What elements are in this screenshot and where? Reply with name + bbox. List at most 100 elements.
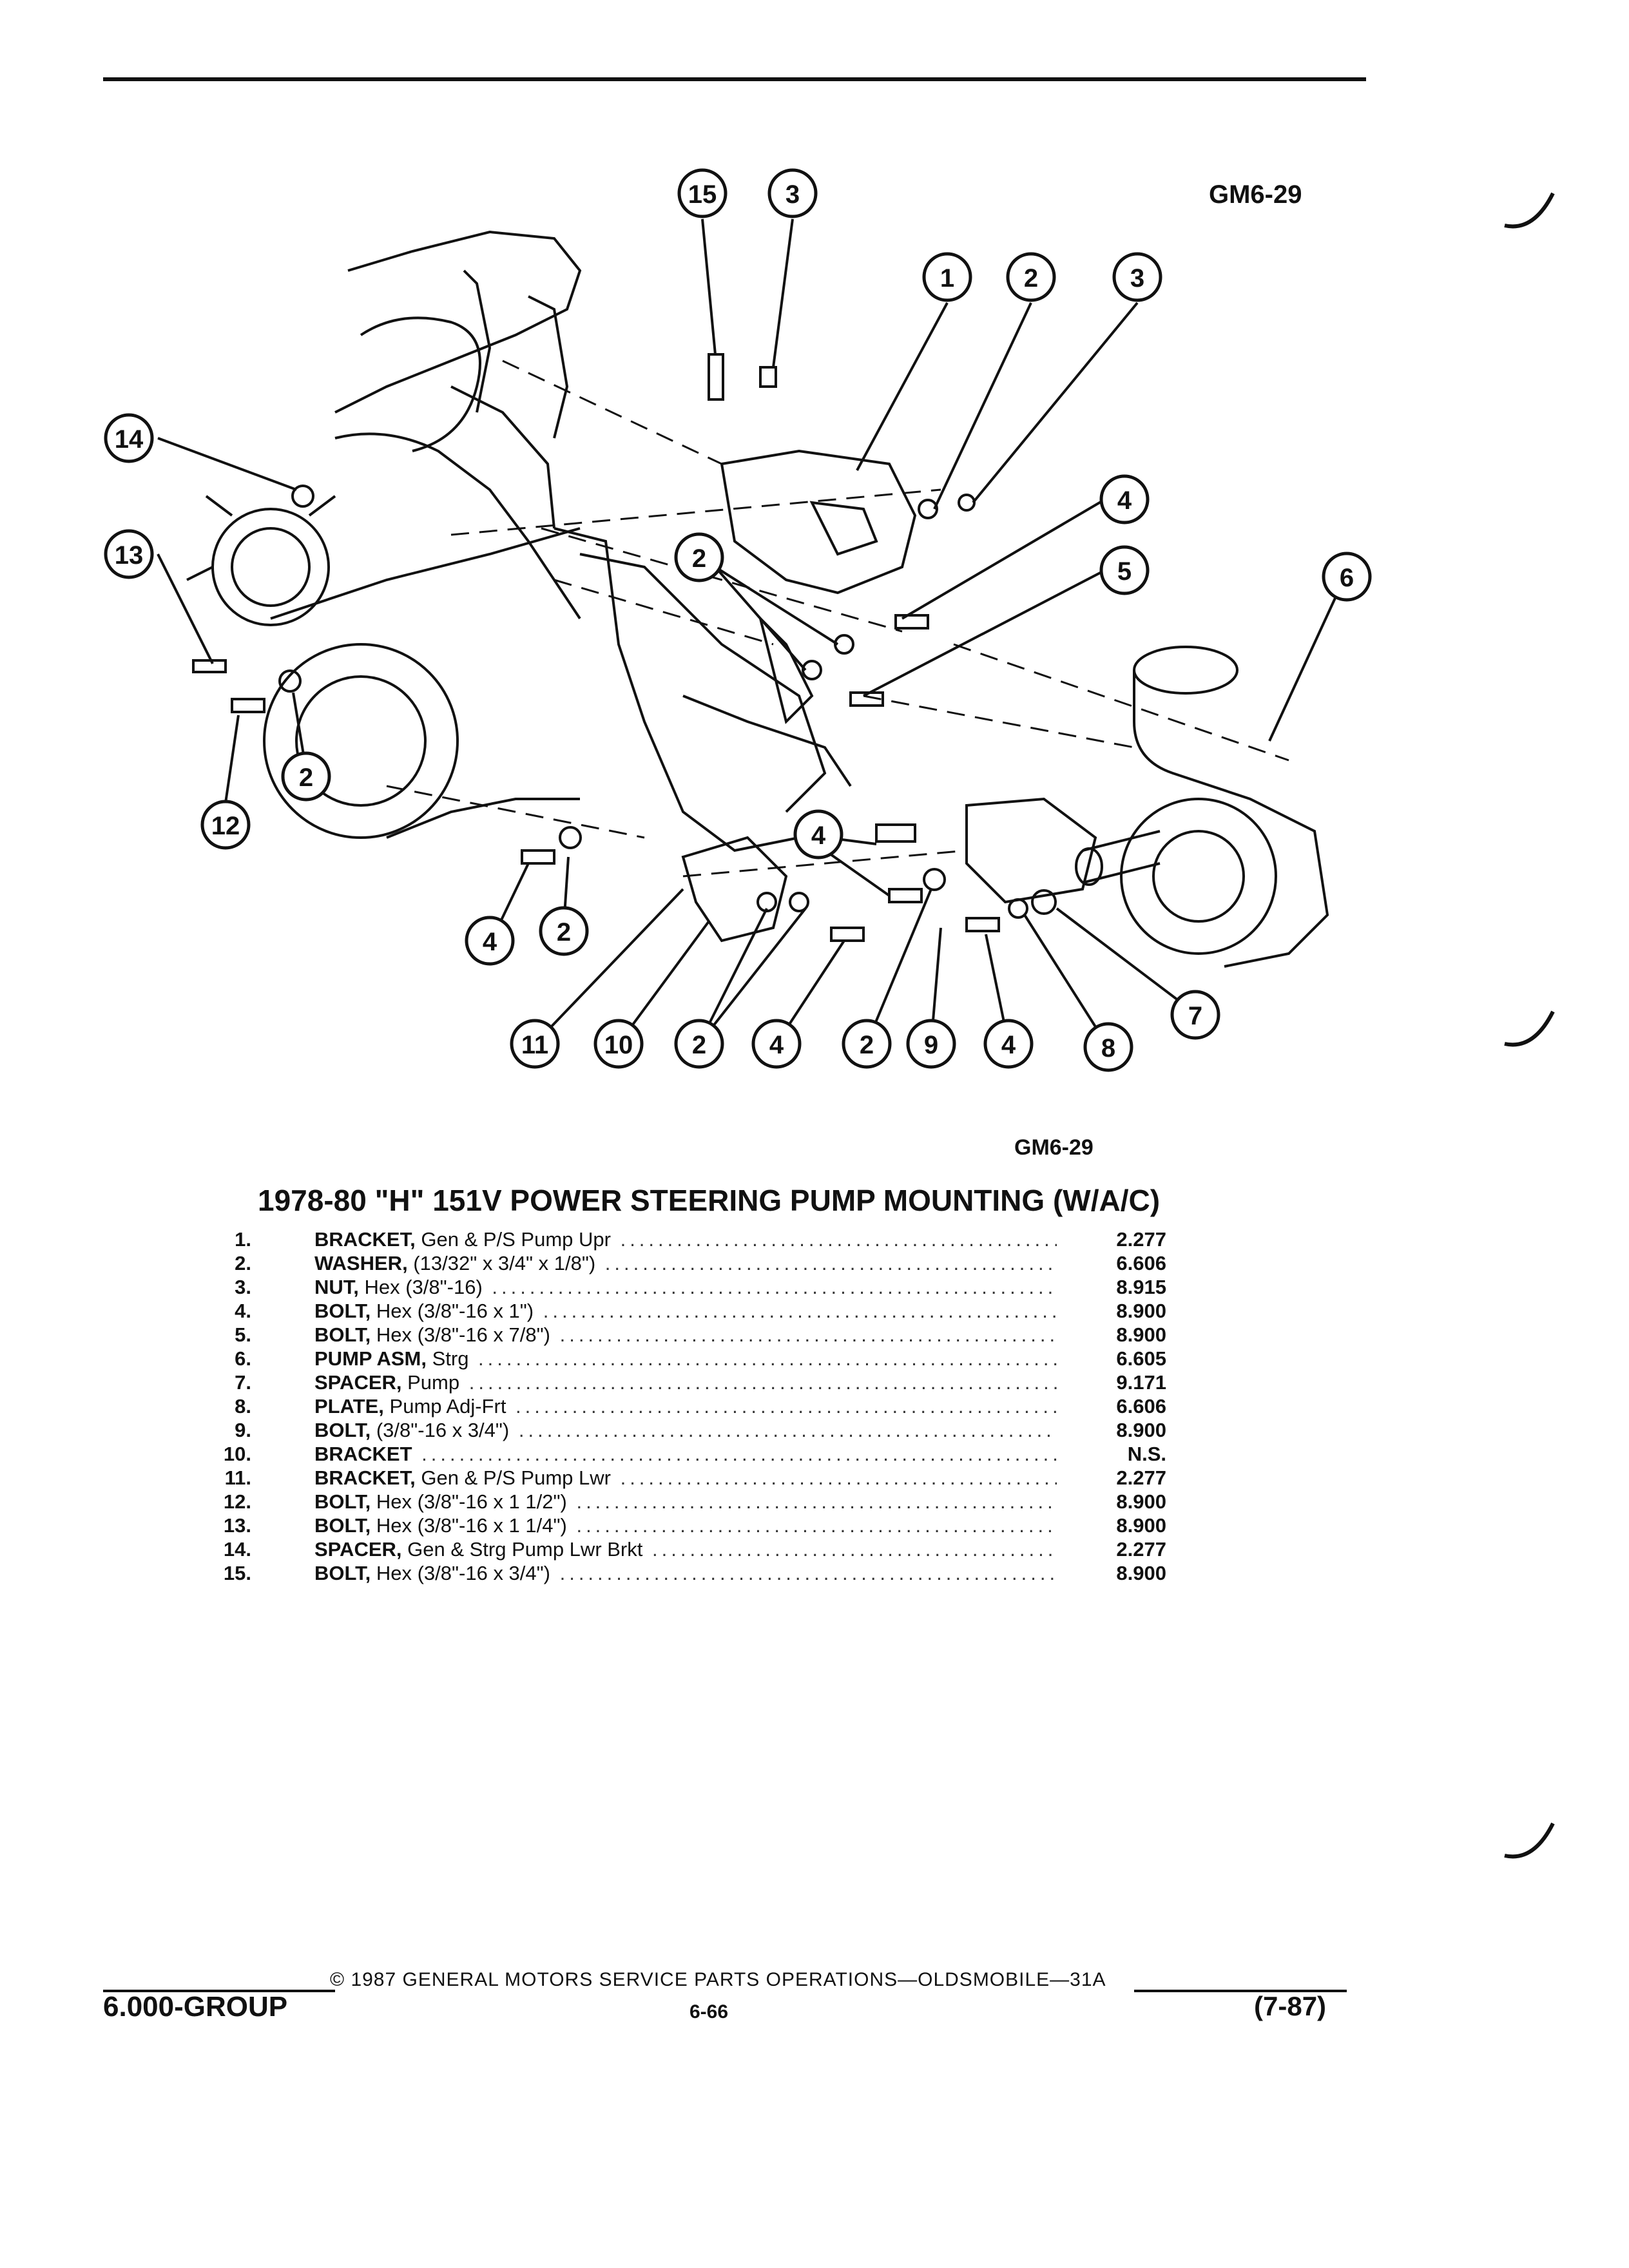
part-description: PUMP ASM, Strg .........................…	[314, 1347, 1057, 1370]
copyright-line: © 1987 GENERAL MOTORS SERVICE PARTS OPER…	[330, 1969, 1106, 1990]
part-number: 12.	[223, 1490, 251, 1513]
callout-8: 8	[1083, 1022, 1133, 1072]
callout-4: 4	[793, 809, 843, 860]
part-number: 6.	[235, 1347, 251, 1370]
parts-row: 2. WASHER, (13/32" x 3/4" x 1/8") .......…	[193, 1252, 1231, 1276]
svg-text:5: 5	[1117, 557, 1132, 586]
parts-row: 3. NUT, Hex (3/8"-16) ...................…	[193, 1276, 1231, 1300]
part-detail: Gen & P/S Pump Upr	[415, 1228, 611, 1251]
callout-1: 1	[922, 252, 972, 302]
part-name: SPACER,	[314, 1538, 402, 1561]
part-code: N.S.	[1127, 1443, 1166, 1465]
part-number: 8.	[235, 1395, 251, 1418]
group-label: 6.000-GROUP	[103, 1991, 288, 2023]
part-number: 5.	[235, 1323, 251, 1346]
part-description: BOLT, Hex (3/8"-16 x 3/4") .............…	[314, 1562, 1057, 1585]
parts-row: 4.BOLT, Hex (3/8"-16 x 1") .............…	[193, 1300, 1231, 1323]
dot-leader: ........................................…	[478, 1347, 1057, 1370]
part-code: 6.606	[1116, 1252, 1166, 1274]
bracket-assembly	[554, 449, 1097, 943]
callout-4: 4	[465, 916, 515, 966]
part-name: BRACKET,	[314, 1466, 416, 1489]
dashed-alignment-lines	[386, 360, 1289, 878]
part-number: 13.	[223, 1514, 251, 1537]
svg-text:2: 2	[860, 1031, 874, 1059]
part-code: 8.900	[1116, 1562, 1166, 1584]
parts-row: 9.BOLT, (3/8"-16 x 3/4") ...............…	[193, 1419, 1231, 1443]
part-description: BRACKET, Gen & P/S Pump Lwr ............…	[314, 1466, 1057, 1490]
part-description: BRACKET, Gen & P/S Pump Upr ............…	[314, 1228, 1057, 1251]
part-name: SPACER,	[314, 1371, 402, 1394]
svg-text:2: 2	[1024, 264, 1038, 293]
dot-leader: ........................................…	[492, 1276, 1057, 1298]
svg-text:6: 6	[1340, 564, 1354, 592]
parts-row: 14.SPACER, Gen & Strg Pump Lwr Brkt ....…	[193, 1538, 1231, 1562]
dot-leader: ........................................…	[620, 1228, 1057, 1251]
svg-text:12: 12	[211, 812, 240, 840]
dot-leader: ........................................…	[559, 1323, 1057, 1346]
parts-row: 5.BOLT, Hex (3/8"-16 x 7/8") ...........…	[193, 1323, 1231, 1347]
callout-2: 2	[539, 906, 589, 956]
part-detail: Strg	[426, 1347, 469, 1370]
parts-row: 11. BRACKET, Gen & P/S Pump Lwr .........…	[193, 1466, 1231, 1490]
part-name: BOLT,	[314, 1490, 371, 1513]
part-description: WASHER, (13/32" x 3/4" x 1/8") .........…	[314, 1252, 1057, 1275]
part-number: 3.	[235, 1276, 251, 1298]
callout-2: 2	[1006, 252, 1056, 302]
part-name: BRACKET,	[314, 1228, 416, 1251]
revision-date: (7-87)	[1254, 1991, 1327, 2021]
callout-4: 4	[1099, 474, 1150, 524]
part-code: 8.900	[1116, 1514, 1166, 1537]
parts-row: 8. PLATE, Pump Adj-Frt ..................…	[193, 1395, 1231, 1419]
part-code: 8.900	[1116, 1323, 1166, 1346]
part-description: BRACKET ................................…	[314, 1443, 1057, 1466]
part-description: BOLT, Hex (3/8"-16 x 1 1/4") ...........…	[314, 1514, 1057, 1537]
svg-text:2: 2	[692, 544, 706, 573]
footer-rule-left	[103, 1990, 335, 1992]
part-code: 8.915	[1116, 1276, 1166, 1298]
part-name: PLATE,	[314, 1395, 384, 1418]
svg-text:4: 4	[483, 928, 497, 956]
binding-mark-1	[1504, 192, 1555, 229]
parts-row: 10. BRACKET .............................…	[193, 1443, 1231, 1466]
part-detail: Gen & P/S Pump Lwr	[415, 1466, 611, 1489]
part-detail: (3/8"-16 x 3/4")	[371, 1419, 510, 1441]
part-code: 2.277	[1116, 1538, 1166, 1561]
dot-leader: ........................................…	[576, 1490, 1057, 1513]
part-number: 2.	[235, 1252, 251, 1274]
header-rule	[103, 77, 1366, 81]
part-number: 10.	[223, 1443, 251, 1465]
svg-text:15: 15	[688, 180, 717, 209]
dot-leader: ........................................…	[620, 1466, 1057, 1489]
svg-text:13: 13	[115, 541, 144, 570]
svg-text:2: 2	[299, 764, 313, 792]
callout-2: 2	[674, 1019, 724, 1069]
part-number: 4.	[235, 1300, 251, 1322]
callout-5: 5	[1099, 545, 1150, 595]
svg-text:8: 8	[1101, 1034, 1115, 1062]
part-detail: Hex (3/8"-16 x 1 1/2")	[371, 1490, 567, 1513]
dot-leader: ........................................…	[468, 1371, 1057, 1394]
binding-mark-2	[1504, 1010, 1555, 1047]
svg-text:10: 10	[604, 1031, 633, 1059]
part-number: 1.	[235, 1228, 251, 1251]
dot-leader: ........................................…	[421, 1443, 1057, 1465]
parts-row: 12. BOLT, Hex (3/8"-16 x 1 1/2") ........…	[193, 1490, 1231, 1514]
part-code: 8.900	[1116, 1490, 1166, 1513]
dot-leader: ........................................…	[518, 1419, 1057, 1441]
part-description: NUT, Hex (3/8"-16) .....................…	[314, 1276, 1057, 1299]
part-description: SPACER, Pump ...........................…	[314, 1371, 1057, 1394]
engine-outline	[186, 230, 582, 839]
callout-11: 11	[510, 1019, 560, 1069]
part-number: 15.	[223, 1562, 251, 1584]
part-detail: (13/32" x 3/4" x 1/8")	[407, 1252, 596, 1274]
leader-lines	[157, 218, 1345, 1048]
dot-leader: ........................................…	[543, 1300, 1057, 1322]
part-name: PUMP ASM,	[314, 1347, 427, 1370]
part-detail: Hex (3/8"-16 x 3/4")	[371, 1562, 550, 1584]
part-description: PLATE, Pump Adj-Frt ....................…	[314, 1395, 1057, 1418]
callout-2: 2	[842, 1019, 892, 1069]
part-name: WASHER,	[314, 1252, 408, 1274]
part-number: 11.	[224, 1466, 251, 1489]
svg-text:2: 2	[557, 918, 571, 947]
